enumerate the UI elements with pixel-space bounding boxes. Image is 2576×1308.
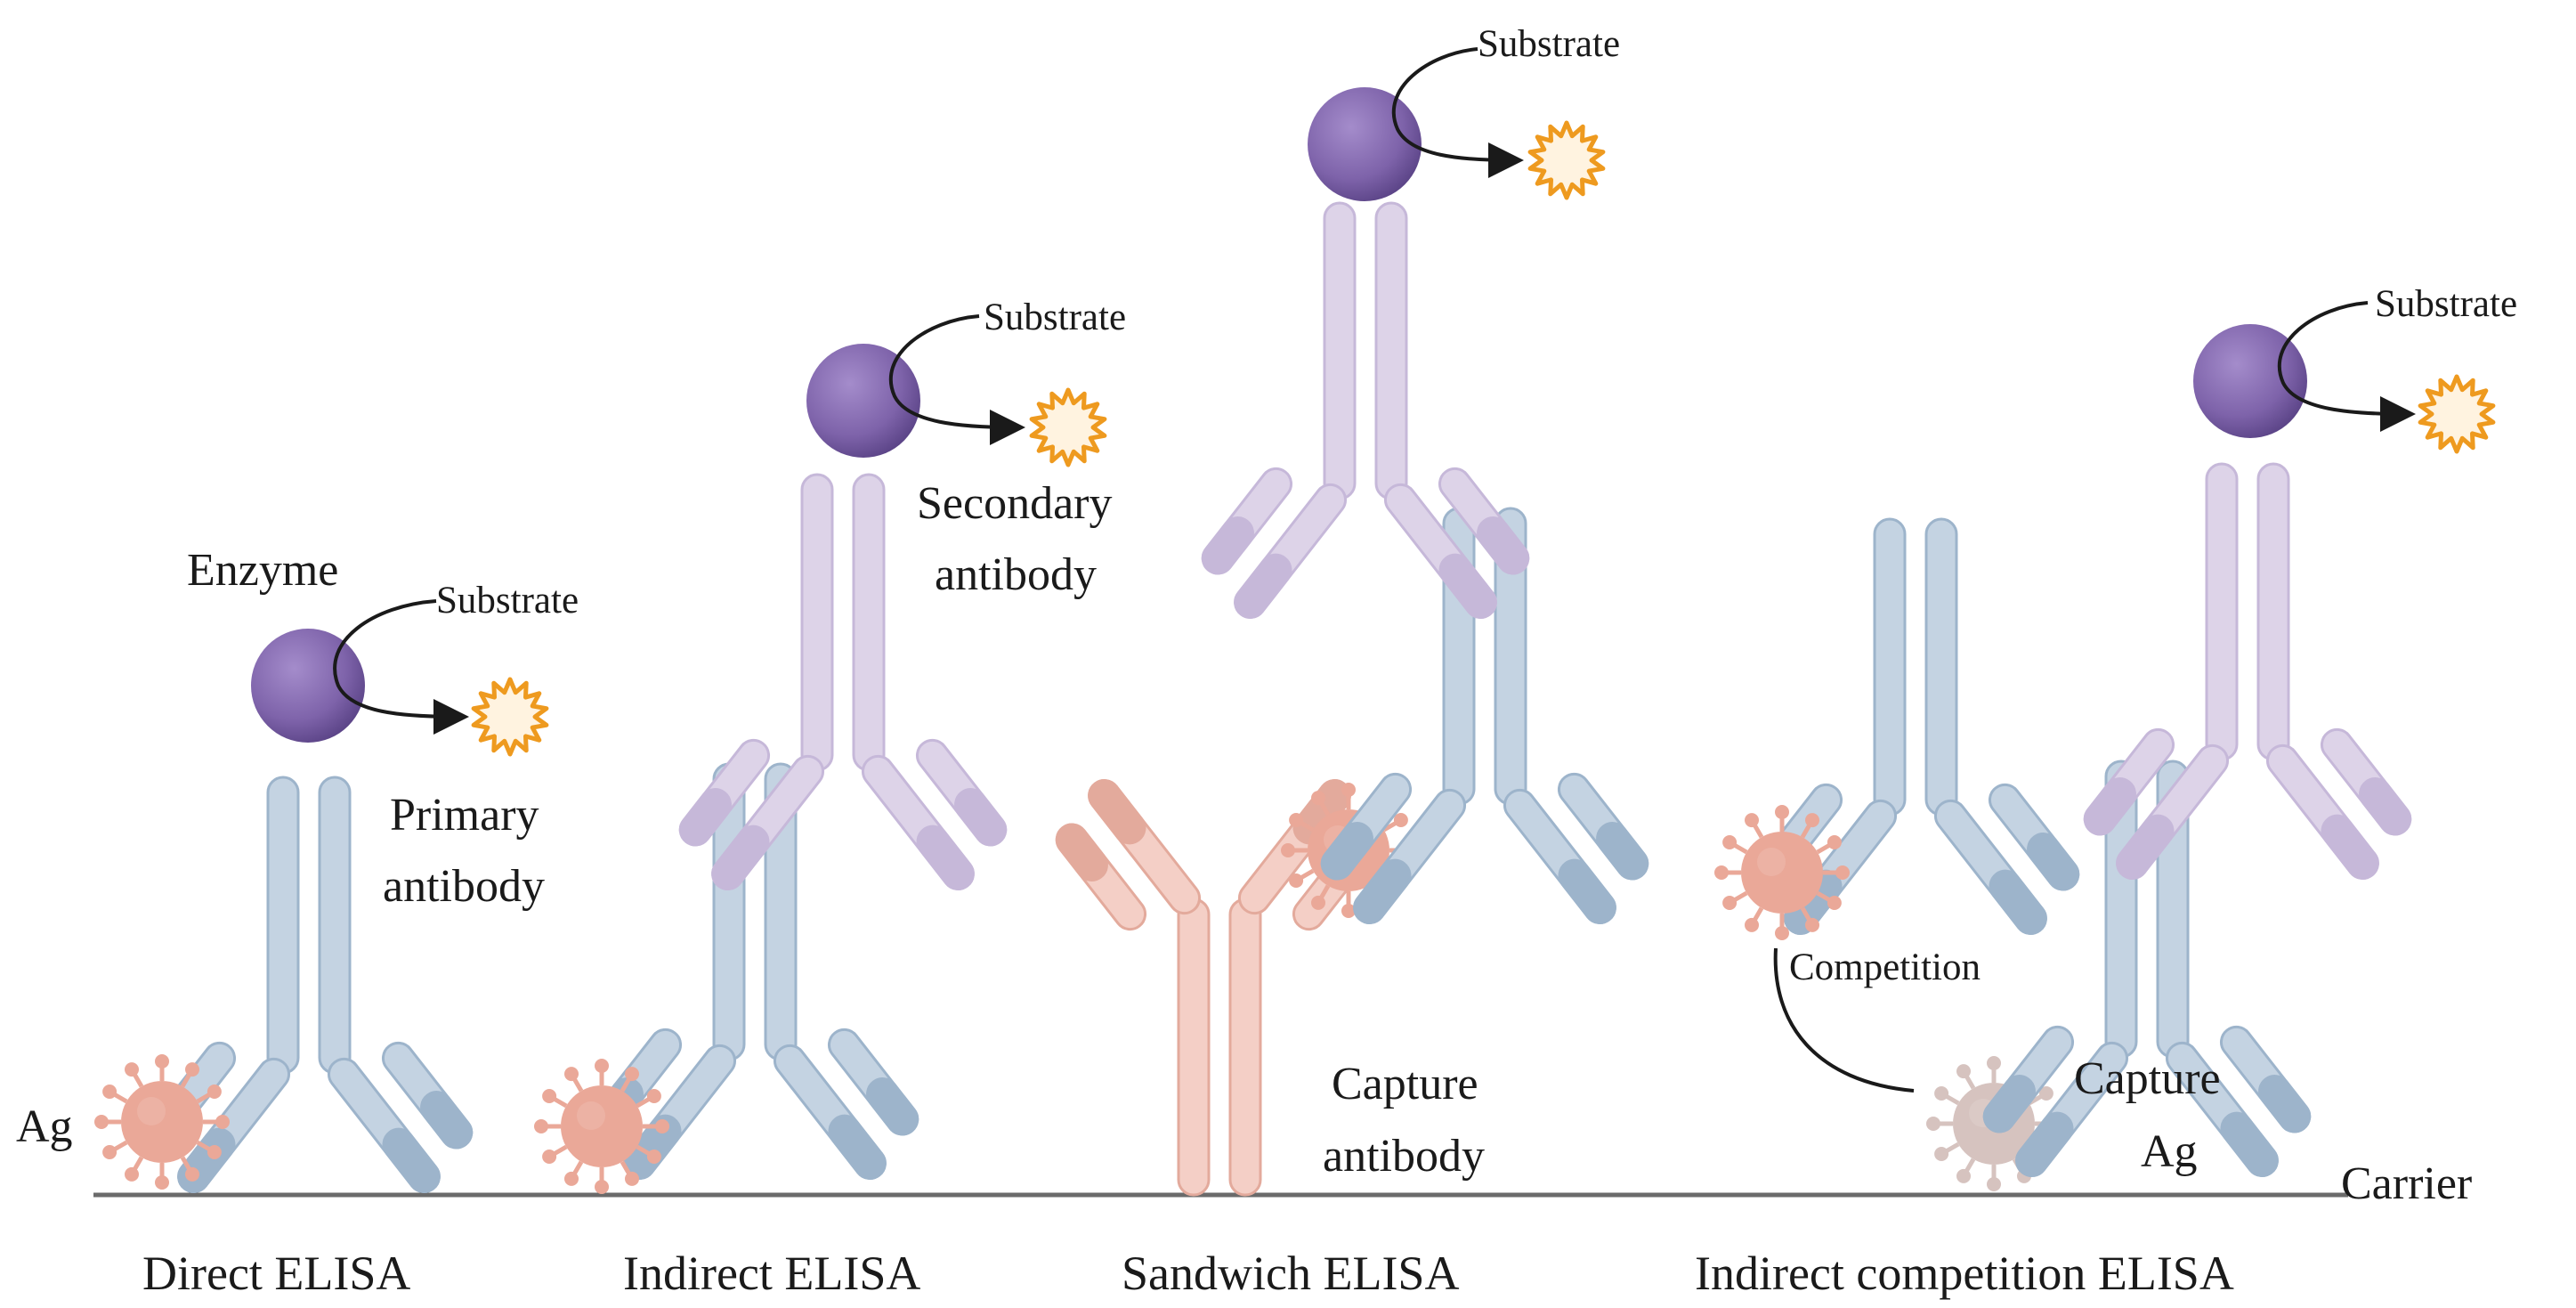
substrate-label-indirect: Substrate (984, 297, 1126, 338)
panel-title-indirect: Indirect ELISA (623, 1247, 920, 1300)
antigen-icon (534, 1059, 669, 1194)
primary-antibody-label-1: Primary (390, 790, 539, 841)
product-star-icon (1527, 120, 1606, 200)
indirect-elisa-panel: Substrate Secondary antibody (534, 297, 1126, 1194)
enzyme-label: Enzyme (187, 545, 338, 596)
competition-curve (1773, 947, 1915, 1093)
product-star-icon (2418, 374, 2496, 454)
panel-title-competition: Indirect competition ELISA (1695, 1247, 2234, 1300)
antibody-icon (1201, 201, 1530, 619)
competition-elisa-panel: Competition Substrate Capture Ag (1714, 283, 2517, 1191)
substrate-label-competition: Substrate (2375, 283, 2517, 325)
reaction-arrow-icon (888, 314, 1025, 445)
antibody-icon (678, 473, 1008, 890)
antibody-icon (2083, 462, 2412, 880)
reaction-arrow-icon (2277, 301, 2416, 432)
antibody-icon (590, 762, 919, 1180)
antigen-icon (1714, 805, 1850, 940)
carrier-label: Carrier (2341, 1158, 2472, 1209)
enzyme-icon (2193, 324, 2307, 438)
panel-title-sandwich: Sandwich ELISA (1122, 1247, 1459, 1300)
direct-elisa-panel: Enzyme Substrate Primary antibody Ag (16, 545, 579, 1193)
enzyme-icon (1308, 87, 1422, 201)
substrate-label-sandwich: Substrate (1478, 23, 1620, 65)
substrate-label-direct: Substrate (436, 580, 579, 622)
antibody-icon (1751, 517, 2080, 935)
antibody-icon (144, 776, 474, 1193)
competition-label: Competition (1789, 946, 1981, 988)
secondary-antibody-label-1: Secondary (917, 478, 1112, 529)
ag-label: Ag (16, 1101, 73, 1152)
capture-ag-label-2: Ag (2141, 1126, 2198, 1177)
reaction-arrow-icon (1391, 47, 1524, 178)
product-star-icon (471, 677, 549, 757)
enzyme-icon (806, 344, 920, 458)
secondary-antibody-label-2: antibody (935, 549, 1097, 600)
antibody-icon (1982, 760, 2312, 1177)
antigen-icon (94, 1054, 230, 1190)
product-star-icon (1029, 387, 1107, 467)
capture-ag-label-1: Capture (2074, 1053, 2221, 1104)
capture-antibody-label-2: antibody (1323, 1131, 1485, 1182)
enzyme-icon (251, 629, 365, 743)
primary-antibody-label-2: antibody (383, 861, 545, 912)
sandwich-elisa-panel: Substrate Capture antibody (1055, 23, 1649, 1197)
reaction-arrow-icon (333, 599, 469, 735)
panel-title-direct: Direct ELISA (142, 1247, 410, 1300)
capture-antibody-label-1: Capture (1332, 1059, 1478, 1109)
